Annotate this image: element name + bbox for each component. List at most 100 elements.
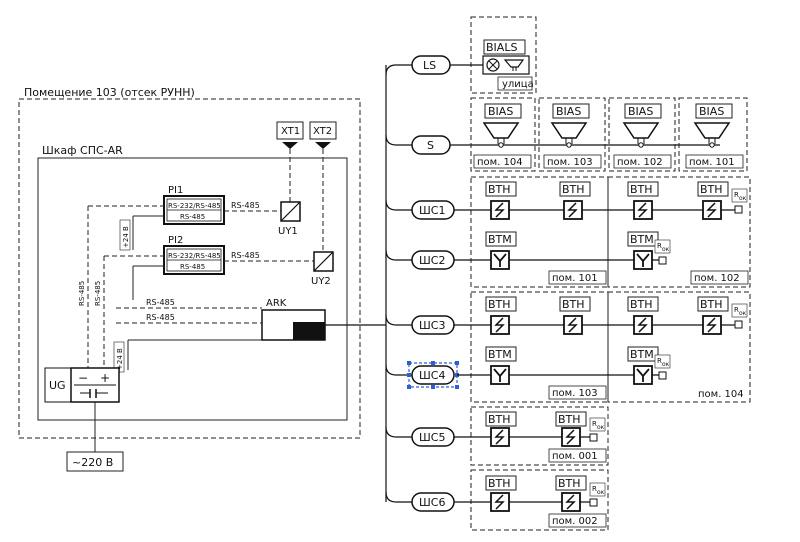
svg-text:BTH: BTH (558, 477, 581, 490)
svg-text:ок: ок (597, 424, 605, 431)
zone-104 (607, 291, 751, 403)
room-label-002: пом. 002 (552, 516, 598, 527)
room-title: Помещение 103 (отсек РУНН) (24, 86, 195, 99)
device-btm-shs4-2[interactable]: BTM (627, 346, 659, 385)
svg-text:R: R (592, 485, 597, 493)
loop-shs4[interactable]: ШС4 (407, 361, 459, 389)
device-bias-101[interactable]: BIAS (693, 103, 733, 148)
manual-call-point-icon (636, 368, 650, 382)
svg-text:+24 В: +24 В (116, 348, 124, 370)
relay-uy1-label: UY1 (278, 226, 298, 237)
zone-102-a (607, 176, 751, 288)
interface-pi2-name: PI2 (168, 235, 183, 246)
room-label-s-102: пом. 102 (617, 157, 663, 168)
manual-call-point-icon (493, 253, 507, 267)
device-bth-shs3-3[interactable]: BTH (627, 296, 659, 335)
loop-shs6[interactable]: ШС6 (411, 492, 455, 512)
zone-002 (470, 469, 609, 531)
heat-detector-icon (565, 429, 576, 445)
svg-text:BIAS: BIAS (628, 105, 653, 118)
svg-text:BTM: BTM (630, 348, 654, 361)
device-bials[interactable]: BIALS (482, 39, 530, 75)
siren-icon (482, 122, 520, 139)
svg-text:R: R (657, 357, 662, 365)
svg-text:ок: ок (739, 310, 747, 317)
device-bth-shs1-2[interactable]: BTH (559, 181, 591, 220)
loop-ls[interactable]: LS (411, 55, 451, 75)
device-bth-shs6-1[interactable]: BTH (485, 475, 517, 512)
room-label-s-101: пом. 101 (689, 157, 735, 168)
siren-icon (622, 122, 660, 139)
device-btm-shs2-2[interactable]: BTM (627, 231, 659, 270)
interface-pi1-line2: RS-485 (180, 213, 205, 221)
controller-ark[interactable]: ARK (261, 298, 326, 341)
interface-pi2[interactable]: PI2 RS-232/RS-485 RS-485 (163, 235, 225, 275)
relay-uy2[interactable]: UY2 (311, 251, 334, 287)
zone-001 (470, 406, 609, 466)
interface-pi2-line2: RS-485 (180, 263, 205, 271)
psu-ug-label: UG (49, 379, 66, 392)
loop-shs5[interactable]: ШС5 (411, 427, 455, 447)
device-bth-shs5-2[interactable]: BTH (555, 411, 587, 447)
svg-text:BTH: BTH (488, 183, 511, 196)
loop-shs5-label: ШС5 (419, 431, 445, 444)
svg-text:R: R (657, 242, 662, 250)
svg-text:BTM: BTM (488, 233, 512, 246)
loop-shs3[interactable]: ШС3 (411, 315, 455, 335)
device-bth-shs1-1[interactable]: BTH (485, 181, 517, 220)
cabinet-frame (37, 157, 348, 421)
heat-detector-icon (494, 429, 505, 445)
loop-s[interactable]: S (411, 135, 451, 155)
room-label-101: пом. 101 (552, 273, 598, 284)
svg-text:BTH: BTH (488, 413, 511, 426)
mains-supply: ~220 В (66, 451, 124, 472)
relay-uy1[interactable]: UY1 (278, 201, 301, 237)
heat-detector-icon (637, 202, 648, 218)
psu-ug[interactable]: UG − + (44, 367, 120, 403)
interface-pi2-line1: RS-232/RS-485 (168, 252, 221, 260)
zone-street-label: улица (502, 79, 534, 90)
device-bias-102[interactable]: BIAS (622, 103, 662, 148)
svg-text:ок: ок (597, 489, 605, 496)
loop-shs1[interactable]: ШС1 (411, 200, 455, 220)
interface-pi1[interactable]: PI1 RS-232/RS-485 RS-485 (163, 185, 225, 225)
device-btm-shs2-1[interactable]: BTM (485, 231, 517, 270)
relay-uy2-label: UY2 (311, 276, 331, 287)
loop-s-label: S (427, 139, 434, 152)
room-label-103: пом. 103 (552, 388, 598, 399)
device-bth-shs5-1[interactable]: BTH (485, 411, 517, 447)
device-bth-shs3-1[interactable]: BTH (485, 296, 517, 335)
heat-detector-icon (565, 494, 576, 510)
svg-text:BTH: BTH (488, 298, 511, 311)
manual-call-point-icon (493, 368, 507, 382)
device-bth-shs1-4[interactable]: BTH (697, 181, 729, 220)
terminal-xt1[interactable]: XT1 (276, 121, 304, 149)
resistor-shs6: R ок (589, 482, 606, 507)
loop-shs1-label: ШС1 (419, 204, 445, 217)
resistor-shs1: R ок (731, 188, 748, 214)
device-bth-shs1-3[interactable]: BTH (627, 181, 659, 220)
device-bias-103[interactable]: BIAS (550, 103, 590, 148)
device-bias-104[interactable]: BIAS (482, 103, 522, 148)
loop-branches (385, 64, 412, 503)
device-bth-shs3-2[interactable]: BTH (559, 296, 591, 335)
terminal-xt2[interactable]: XT2 (309, 121, 337, 149)
room-frame (18, 98, 361, 439)
svg-text:BIAS: BIAS (699, 105, 724, 118)
label-24v-pi: +24 В (119, 219, 131, 251)
terminal-xt1-label: XT1 (281, 126, 300, 137)
device-bth-shs6-2[interactable]: BTH (555, 475, 587, 512)
room-label-102: пом. 102 (694, 273, 740, 284)
svg-text:BIAS: BIAS (488, 105, 513, 118)
device-btm-shs4-1[interactable]: BTM (485, 346, 517, 385)
heat-detector-icon (494, 494, 505, 510)
device-bth-shs3-4[interactable]: BTH (697, 296, 729, 335)
terminal-xt2-label: XT2 (313, 126, 332, 137)
svg-text:ок: ок (662, 361, 670, 368)
svg-text:BTH: BTH (488, 477, 511, 490)
loop-shs2[interactable]: ШС2 (411, 250, 455, 270)
zone-s-103 (538, 97, 606, 172)
siren-icon (550, 122, 588, 139)
loop-shs6-label: ШС6 (419, 496, 445, 509)
heat-detector-icon (494, 317, 505, 333)
